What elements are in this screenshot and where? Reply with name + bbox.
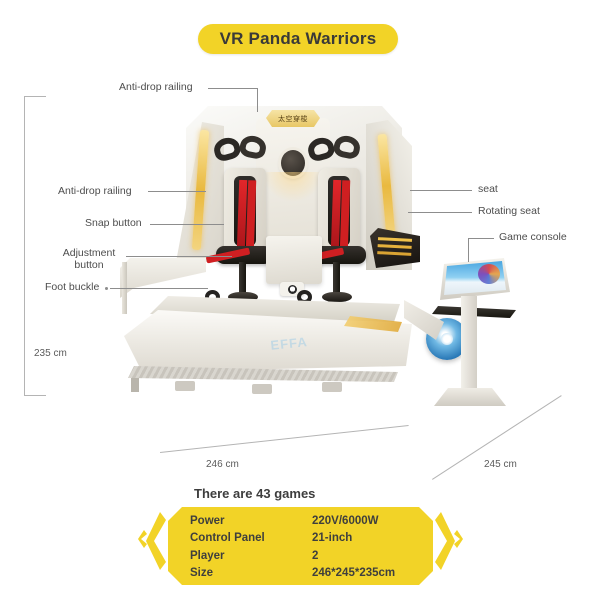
leader-line-anti-drop-railing-top-drop: [257, 88, 258, 112]
leveling-foot-3: [252, 384, 272, 394]
seat-left-pedestal: [239, 262, 246, 296]
panda-badge-icon: [287, 284, 297, 294]
table-row: Player 2: [190, 547, 425, 565]
leader-line-anti-drop-railing-top: [208, 88, 258, 89]
callout-label-game-console: Game console: [499, 231, 567, 243]
leader-line-anti-drop-railing-mid: [148, 191, 206, 192]
table-row: Control Panel 21-inch: [190, 530, 425, 548]
leader-line-game-console-drop: [468, 238, 469, 262]
seat-left-rotating-base: [228, 292, 258, 302]
table-row: Power 220V/6000W: [190, 512, 425, 530]
callout-label-adjustment-button: Adjustment button: [62, 247, 116, 271]
leader-line-adjustment-button: [126, 256, 232, 257]
panel-chevron-left-inner: [138, 530, 147, 548]
leveling-foot-2: [175, 381, 195, 391]
page-title: VR Panda Warriors: [198, 24, 398, 54]
panel-chevron-right-outer: [435, 512, 455, 570]
panel-chevron-right-inner: [454, 530, 463, 548]
table-row: Size 246*245*235cm: [190, 565, 425, 583]
spec-key-control-panel: Control Panel: [190, 532, 265, 545]
left-arm-rail: [120, 258, 206, 298]
spec-value-size: 246*245*235cm: [312, 567, 396, 580]
leader-line-game-console: [468, 238, 494, 239]
spec-value-player: 2: [312, 549, 319, 562]
game-console-foot: [434, 388, 506, 406]
image-watermark-text: EFFA: [269, 333, 309, 353]
dimension-tick-height-bottom: [24, 395, 46, 396]
seat-right-pedestal: [333, 262, 340, 296]
leader-dot-foot-buckle: [105, 287, 108, 290]
dimension-tick-height-top: [24, 96, 46, 97]
games-count-headline: There are 43 games: [194, 486, 316, 501]
seat-right-rotating-base: [322, 292, 352, 302]
dimension-line-width: [160, 425, 409, 453]
game-console-column: [461, 296, 477, 394]
side-vent-housing: [370, 228, 420, 268]
center-console-box: [266, 236, 322, 284]
leader-line-seat: [410, 190, 472, 191]
dimension-label-depth: 245 cm: [484, 459, 517, 470]
spec-key-size: Size: [190, 567, 214, 580]
callout-label-rotating-seat: Rotating seat: [478, 205, 540, 217]
dimension-label-height: 235 cm: [34, 348, 67, 359]
brand-plaque: 太空穿梭: [266, 110, 320, 127]
porthole-glow: [262, 172, 324, 202]
spec-key-power: Power: [190, 514, 225, 527]
leader-line-rotating-seat: [408, 212, 472, 213]
brand-plaque-text: 太空穿梭: [278, 115, 308, 123]
leader-line-foot-buckle: [110, 288, 208, 289]
game-console-screen-art: [478, 264, 500, 284]
leveling-foot-1: [131, 378, 139, 392]
spec-key-player: Player: [190, 549, 225, 562]
callout-label-anti-drop-railing-mid: Anti-drop railing: [58, 185, 132, 197]
dimension-line-height: [24, 96, 25, 396]
callout-label-seat: seat: [478, 183, 498, 195]
callout-label-snap-button: Snap button: [85, 217, 142, 229]
specs-panel: [168, 507, 433, 585]
page-title-text: VR Panda Warriors: [219, 29, 377, 48]
spec-value-power: 220V/6000W: [312, 514, 379, 527]
blue-emblem-hub: [441, 333, 453, 345]
leader-line-snap-button: [150, 224, 224, 225]
spec-value-control-panel: 21-inch: [312, 532, 353, 545]
callout-label-anti-drop-railing-top: Anti-drop railing: [119, 81, 193, 93]
leveling-foot-4: [322, 382, 342, 392]
callout-label-foot-buckle: Foot buckle: [45, 281, 100, 293]
dimension-label-width: 246 cm: [206, 459, 239, 470]
porthole-icon: [281, 150, 305, 176]
specs-table: Power 220V/6000W Control Panel 21-inch P…: [190, 512, 425, 582]
panel-chevron-left-outer: [146, 512, 166, 570]
